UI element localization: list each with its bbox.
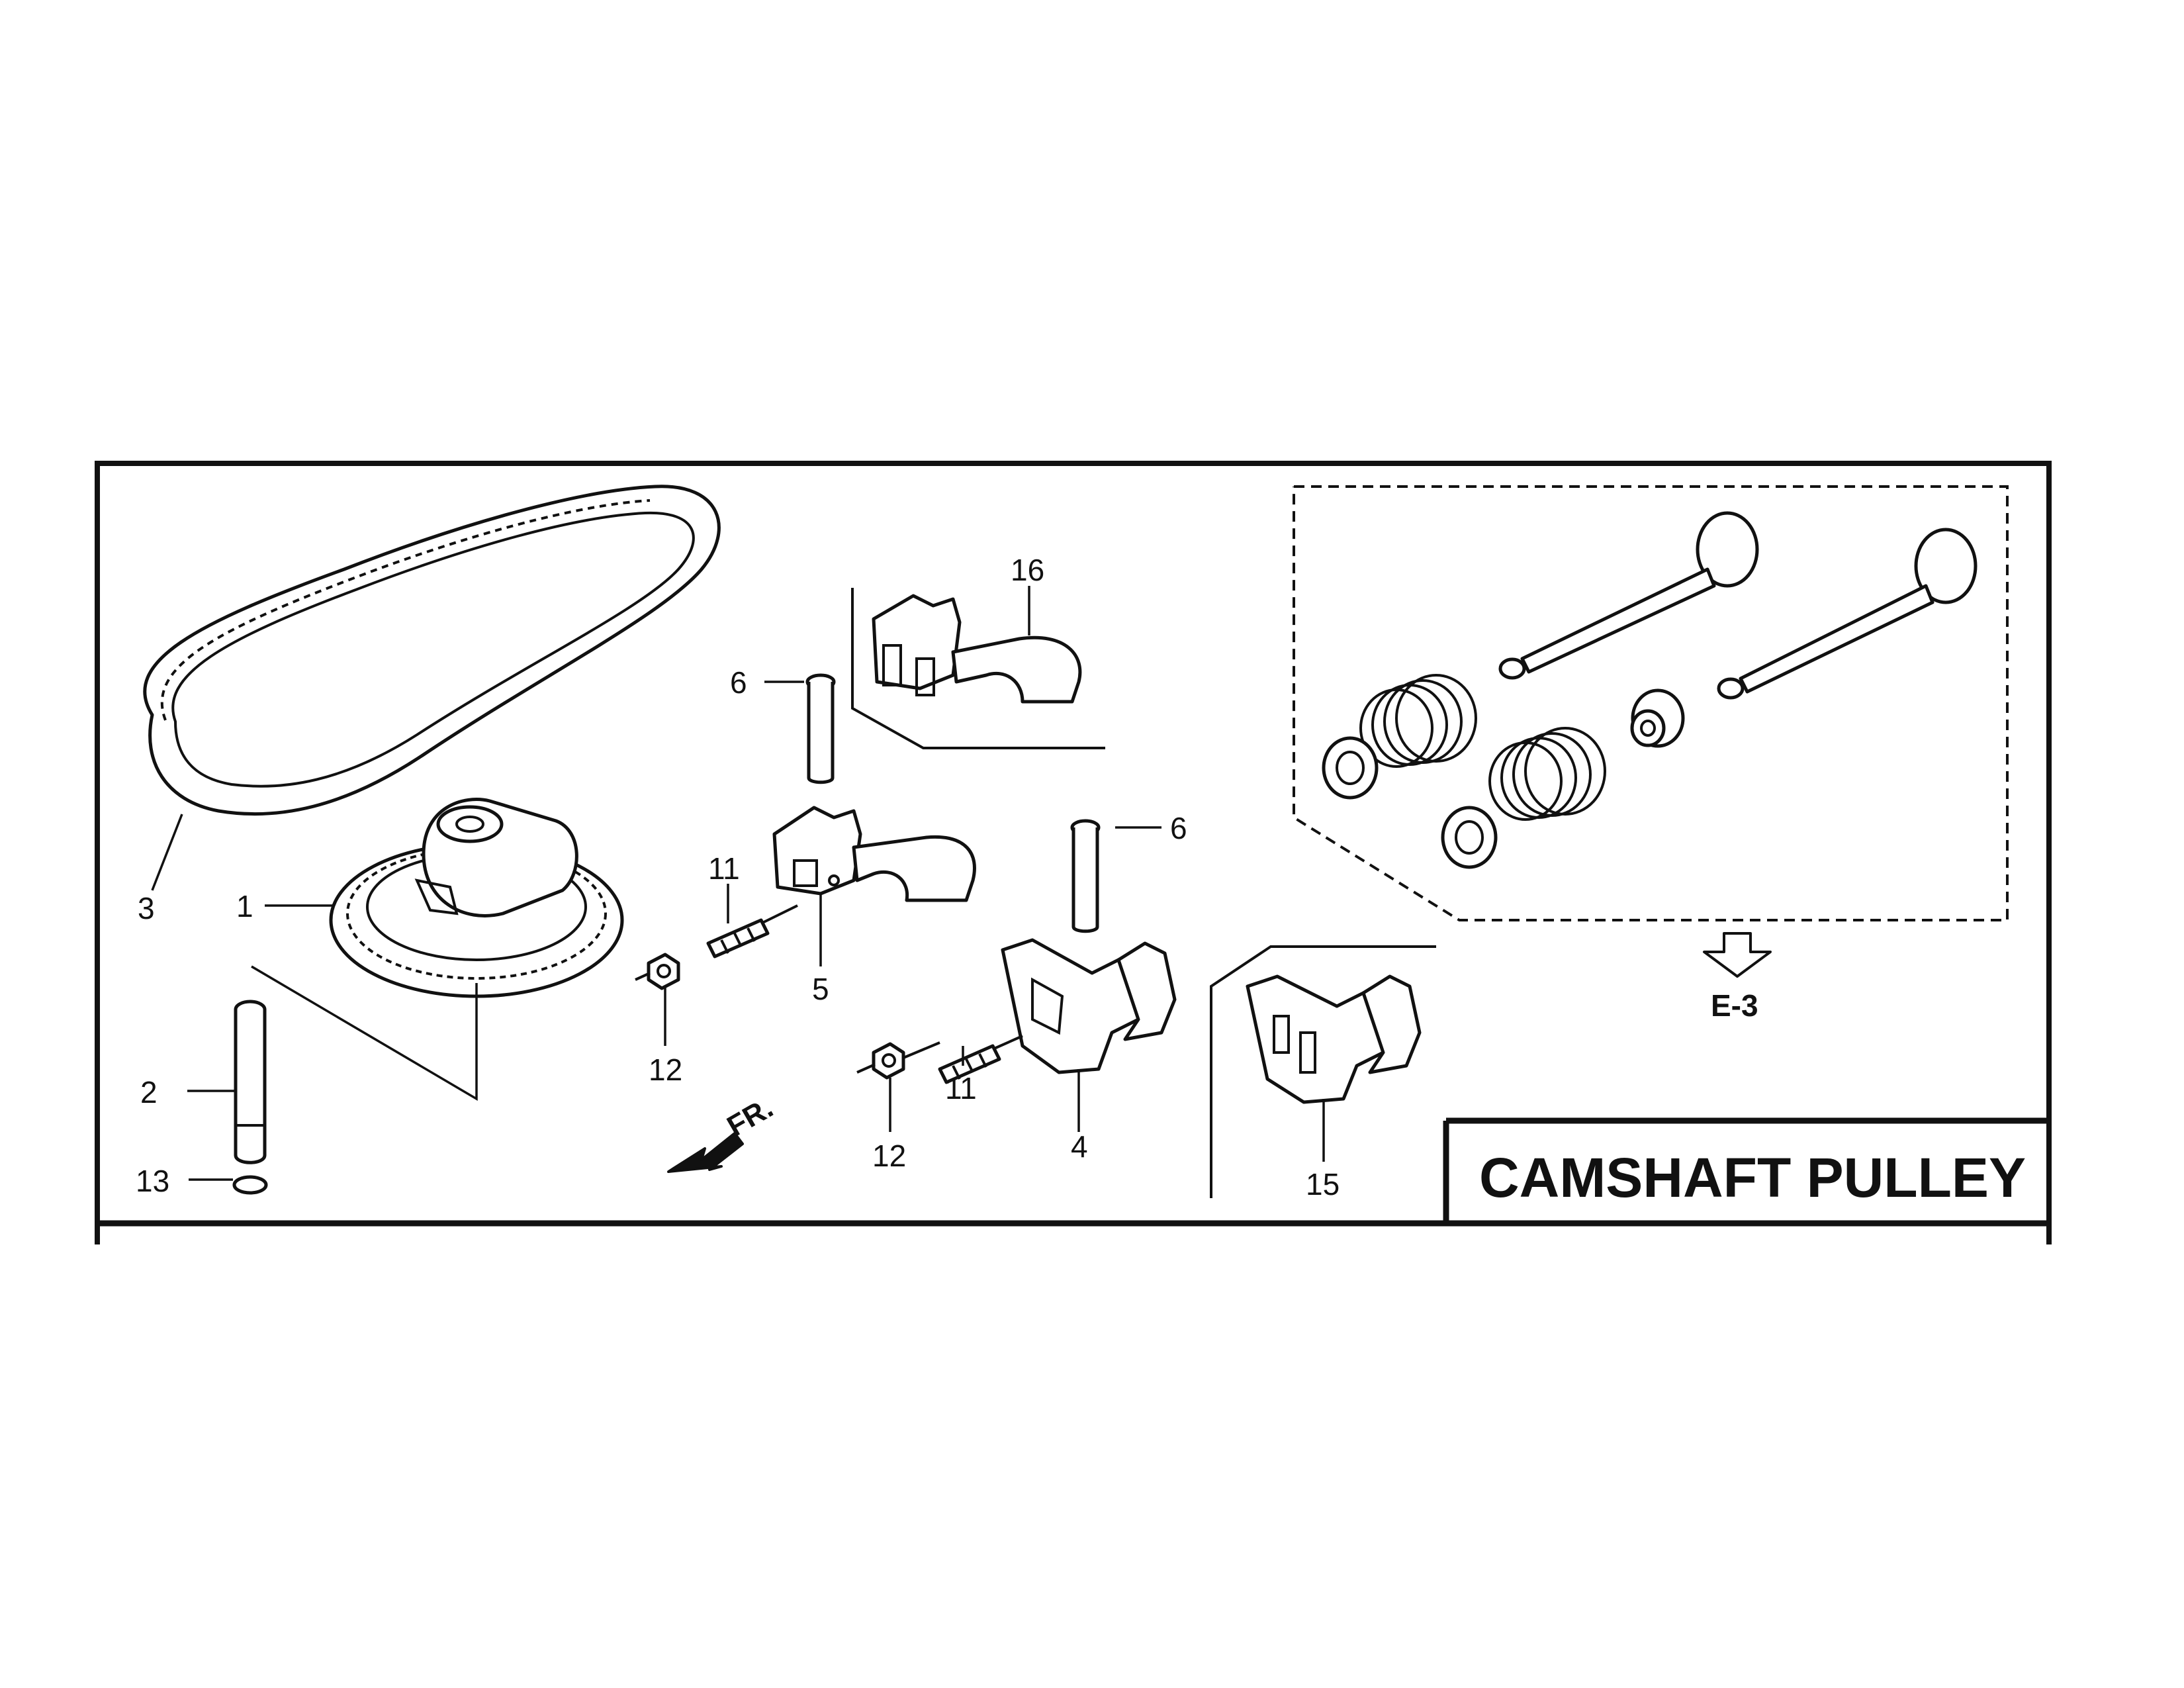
front-indicator: FR. — [667, 1092, 778, 1173]
diagram-frame — [95, 461, 2052, 1244]
valve-right — [1717, 528, 1978, 700]
valve-spring-upper — [1359, 674, 1477, 768]
rocker-arm-15 — [1210, 945, 1436, 1198]
leader-lines — [151, 586, 1325, 1181]
part-label-6-right: 6 — [1170, 811, 1187, 845]
rocker-arm-5 — [772, 806, 976, 902]
diagram-title: CAMSHAFT PULLEY — [1479, 1147, 2026, 1209]
reference-label: E-3 — [1711, 988, 1758, 1023]
timing-belt — [143, 485, 721, 816]
part-label-11-upper: 11 — [708, 851, 740, 886]
valve-spring-lower — [1488, 727, 1606, 821]
part-label-16: 16 — [1011, 553, 1044, 587]
rocker-arm-16 — [851, 588, 1105, 749]
part-label-5: 5 — [812, 972, 829, 1006]
dowel-pin — [234, 1000, 267, 1164]
lock-nut-upper — [635, 953, 680, 990]
part-label-15: 15 — [1306, 1167, 1340, 1201]
part-label-3: 3 — [138, 891, 155, 925]
valve-retainer-lower — [1441, 806, 1498, 869]
rocker-shaft-right — [1070, 819, 1101, 933]
valve-left — [1498, 511, 1759, 680]
lock-nut-lower — [856, 1041, 940, 1080]
part-label-2: 2 — [140, 1075, 158, 1109]
rocker-arm-4 — [1001, 938, 1177, 1074]
rocker-shaft-upper — [805, 673, 836, 784]
valve-group — [1293, 485, 2009, 921]
part-label-13: 13 — [136, 1164, 169, 1198]
adjusting-screw-upper — [706, 904, 798, 959]
o-ring — [232, 1175, 268, 1195]
part-label-12-upper: 12 — [649, 1053, 682, 1087]
part-label-1: 1 — [236, 889, 253, 923]
valve-retainer-upper — [1322, 736, 1379, 800]
valve-stem-seal — [1630, 688, 1685, 748]
adjusting-screw-lower — [938, 1035, 1023, 1084]
front-arrow-icon — [667, 1132, 744, 1173]
reference-e3: E-3 — [1703, 932, 1772, 1023]
part-label-6-upper: 6 — [730, 665, 747, 700]
part-labels: 3 1 2 13 6 6 16 11 5 12 11 12 4 15 — [136, 553, 1340, 1201]
part-label-11-lower: 11 — [945, 1071, 977, 1105]
part-label-12-lower: 12 — [872, 1139, 906, 1173]
camshaft-pulley — [329, 798, 624, 998]
title-box: CAMSHAFT PULLEY — [1443, 1117, 2049, 1223]
down-arrow-icon — [1703, 932, 1772, 978]
part-label-4: 4 — [1071, 1129, 1088, 1164]
